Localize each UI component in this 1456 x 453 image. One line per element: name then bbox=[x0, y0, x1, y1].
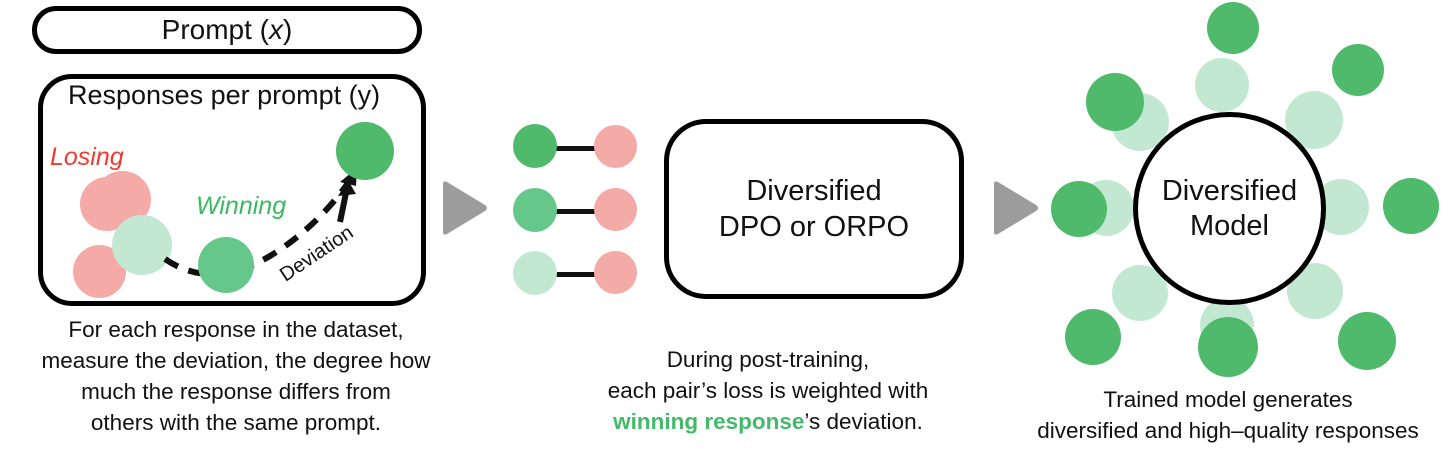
pair-losing-dot bbox=[594, 251, 637, 294]
winning-response-highlight: winning response bbox=[613, 409, 805, 435]
orbit-dot-dark bbox=[1086, 73, 1144, 131]
stage-arrow-1 bbox=[443, 181, 487, 235]
orbit-dot-dark bbox=[1051, 181, 1107, 237]
responses-box-heading: Responses per prompt (y) bbox=[68, 80, 381, 110]
orbit-dot-dark bbox=[1383, 178, 1439, 234]
model-circle-line-1: Diversified bbox=[1161, 174, 1298, 207]
stage2-caption-line: each pair’s loss is weighted with bbox=[607, 378, 929, 404]
stage1-caption-line: measure the deviation, the degree how bbox=[41, 348, 431, 374]
orbit-dot-light bbox=[1195, 58, 1249, 112]
scatter-dot-winning-far bbox=[336, 122, 394, 180]
stage2-caption-line: During post-training, bbox=[666, 347, 870, 372]
scatter-dot-winning-mid bbox=[198, 237, 254, 293]
pair-losing-dot bbox=[594, 125, 637, 168]
process-box: Diversified DPO or ORPO bbox=[664, 119, 964, 299]
stage2-caption-line: winning response’s deviation. bbox=[538, 406, 998, 437]
prompt-box-label: Prompt (x) bbox=[161, 14, 293, 45]
pair-connector bbox=[543, 146, 605, 151]
stage3-caption: Trained model generates diversified and … bbox=[1000, 384, 1456, 446]
pair-winning-dot bbox=[513, 188, 557, 232]
stage2-caption: During post-training, each pair’s loss i… bbox=[538, 344, 998, 437]
orbit-dot-dark bbox=[1332, 44, 1384, 96]
losing-label: Losing bbox=[50, 143, 124, 171]
orbit-dot-dark bbox=[1338, 312, 1396, 370]
play-triangle-icon bbox=[994, 181, 1038, 235]
stage3-caption-line: Trained model generates bbox=[1103, 387, 1353, 412]
pair-winning-dot bbox=[513, 251, 557, 295]
stage1-caption-line: much the response differs from bbox=[81, 379, 391, 405]
stage1-caption-line: others with the same prompt. bbox=[90, 410, 382, 436]
prompt-box: Prompt (x) bbox=[32, 6, 422, 54]
process-box-line-1: Diversified bbox=[746, 174, 882, 207]
orbit-dot-dark bbox=[1198, 317, 1258, 377]
orbit-dot-dark bbox=[1065, 309, 1121, 365]
pair-connector bbox=[543, 209, 605, 214]
stage1-caption: For each response in the dataset, measur… bbox=[10, 314, 462, 438]
stage2-caption-line3-rest: ’s deviation. bbox=[804, 409, 923, 435]
stage3-caption-line: diversified and high–quality responses bbox=[1037, 418, 1419, 444]
pair-winning-dot bbox=[513, 124, 557, 168]
winning-label: Winning bbox=[196, 192, 287, 220]
model-circle-line-2: Model bbox=[1190, 209, 1269, 242]
pair-connector bbox=[543, 272, 605, 277]
scatter-dot-neutral bbox=[112, 215, 172, 275]
play-triangle-icon bbox=[443, 181, 487, 235]
stage1-caption-line: For each response in the dataset, bbox=[68, 317, 404, 342]
process-box-line-2: DPO or ORPO bbox=[718, 211, 910, 243]
orbit-dot-dark bbox=[1207, 2, 1259, 54]
diversified-model-circle: Diversified Model bbox=[1133, 112, 1326, 305]
pair-losing-dot bbox=[594, 188, 637, 231]
stage-arrow-2 bbox=[994, 181, 1038, 235]
